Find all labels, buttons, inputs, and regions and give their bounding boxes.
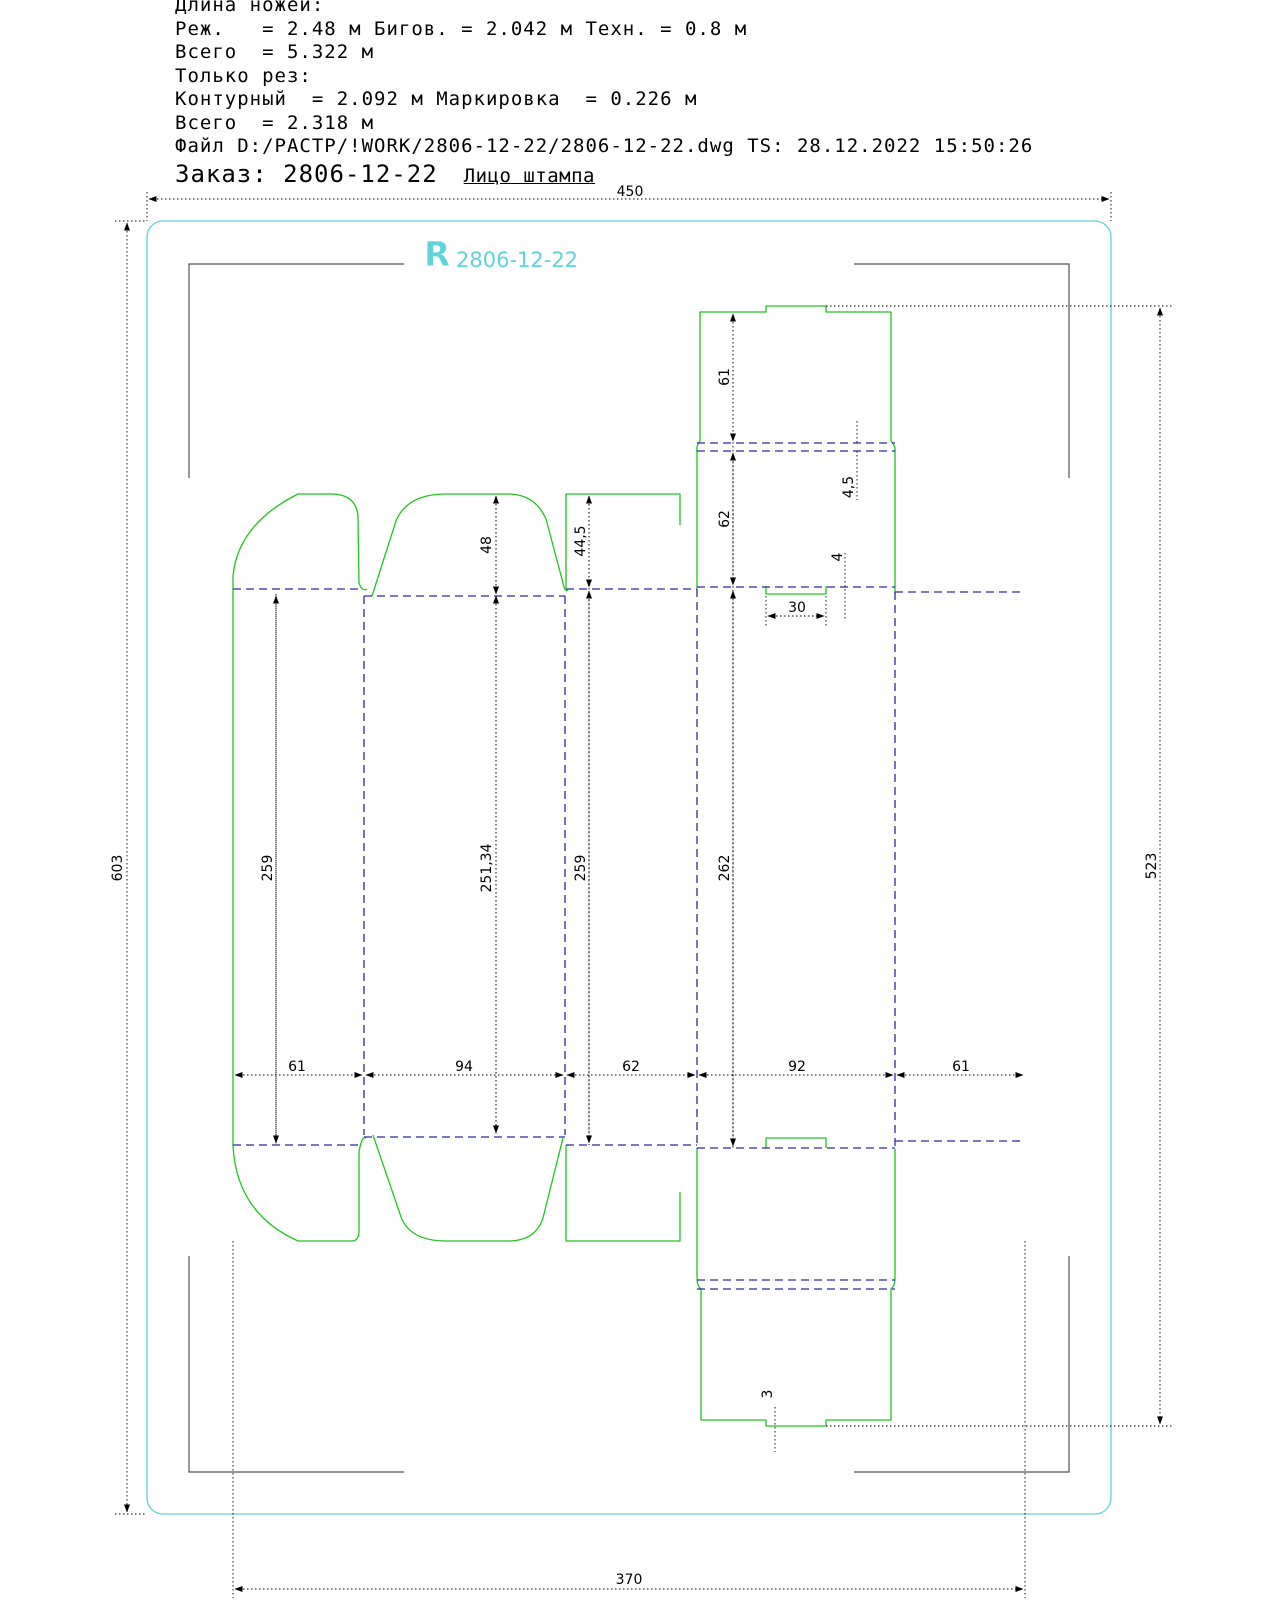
order-label: Заказ: 2806-12-22 <box>175 159 438 188</box>
dim-lid-62: 62 <box>717 510 733 528</box>
dim-panel4-width: 92 <box>788 1059 806 1075</box>
lock-slot-bottom <box>765 1137 827 1148</box>
crease-lines <box>233 442 1025 1290</box>
bracket-top-left <box>188 263 404 478</box>
panel1-bottom-flap <box>232 1136 367 1242</box>
dim-overall-width: 450 <box>617 184 644 200</box>
order-line: Заказ: 2806-12-22 Лицо штампа <box>175 159 1033 191</box>
lid-right-notch <box>890 440 896 594</box>
dimension-labels: 450 603 523 370 61 94 62 92 61 259 251,3… <box>110 184 1160 1588</box>
bracket-bottom-right <box>854 1256 1070 1473</box>
dim-panel2-width: 94 <box>455 1059 473 1075</box>
knife-length-cut-crease: Реж. = 2.48 м Бигов. = 2.042 м Техн. = 0… <box>175 17 748 40</box>
dim-overall-height: 603 <box>110 855 126 882</box>
dim-bottom-width: 370 <box>616 1572 643 1588</box>
dim-panel2-height: 251,34 <box>479 843 495 892</box>
logo-mark: R <box>424 235 450 275</box>
panel1-top-flap <box>232 493 368 591</box>
dimension-lines <box>115 192 1172 1598</box>
bracket-bottom-left <box>188 1256 404 1473</box>
cut-only-total: Всего = 2.318 м <box>175 111 375 134</box>
dim-4-5: 4,5 <box>841 476 857 498</box>
dim-panel3-width: 62 <box>622 1059 640 1075</box>
cut-only-contour-marking: Контурный = 2.092 м Маркировка = 0.226 м <box>175 88 698 110</box>
dim-4: 4 <box>830 552 846 561</box>
bracket-top-right <box>854 263 1070 478</box>
dim-right-height: 523 <box>1144 853 1160 880</box>
dim-30: 30 <box>788 600 806 616</box>
panel2-top-flap <box>371 493 569 597</box>
dim-panel5-width: 61 <box>952 1059 970 1075</box>
lid-left-notch <box>696 440 701 588</box>
bottom-lid-left <box>696 1149 896 1427</box>
dim-panel1-width: 61 <box>288 1059 306 1075</box>
panel3-top-flap <box>565 493 681 589</box>
dim-panel4-height: 262 <box>717 855 733 882</box>
lock-slot-top <box>765 586 827 595</box>
panel2-bottom-flap <box>372 1134 564 1242</box>
dim-lid-61: 61 <box>717 368 733 386</box>
header-text-block: Длина ножей: Реж. = 2.48 м Бигов. = 2.04… <box>175 0 1033 191</box>
knife-length-title: Длина ножей: <box>175 0 325 16</box>
logo: R 2806-12-22 <box>424 235 578 276</box>
dim-flap-48: 48 <box>479 536 495 554</box>
logo-order-number: 2806-12-22 <box>456 248 578 272</box>
board-frame <box>146 220 1112 1515</box>
lid-top <box>699 305 892 441</box>
dim-3: 3 <box>760 1390 776 1399</box>
die-face-label: Лицо штампа <box>463 164 595 187</box>
cut-lines <box>232 305 896 1427</box>
panel3-bottom-flap <box>565 1145 681 1242</box>
knife-length-total: Всего = 5.322 м <box>175 41 375 63</box>
corner-brackets <box>188 263 1070 1473</box>
dim-panel1-height: 259 <box>260 855 276 882</box>
file-path-timestamp: Файл D:/РАСТР/!WORK/2806-12-22/2806-12-2… <box>175 135 1034 157</box>
dim-flap-44-5: 44,5 <box>573 525 589 556</box>
dim-panel3-height: 259 <box>573 855 589 882</box>
cut-only-title: Только рез: <box>175 64 312 87</box>
